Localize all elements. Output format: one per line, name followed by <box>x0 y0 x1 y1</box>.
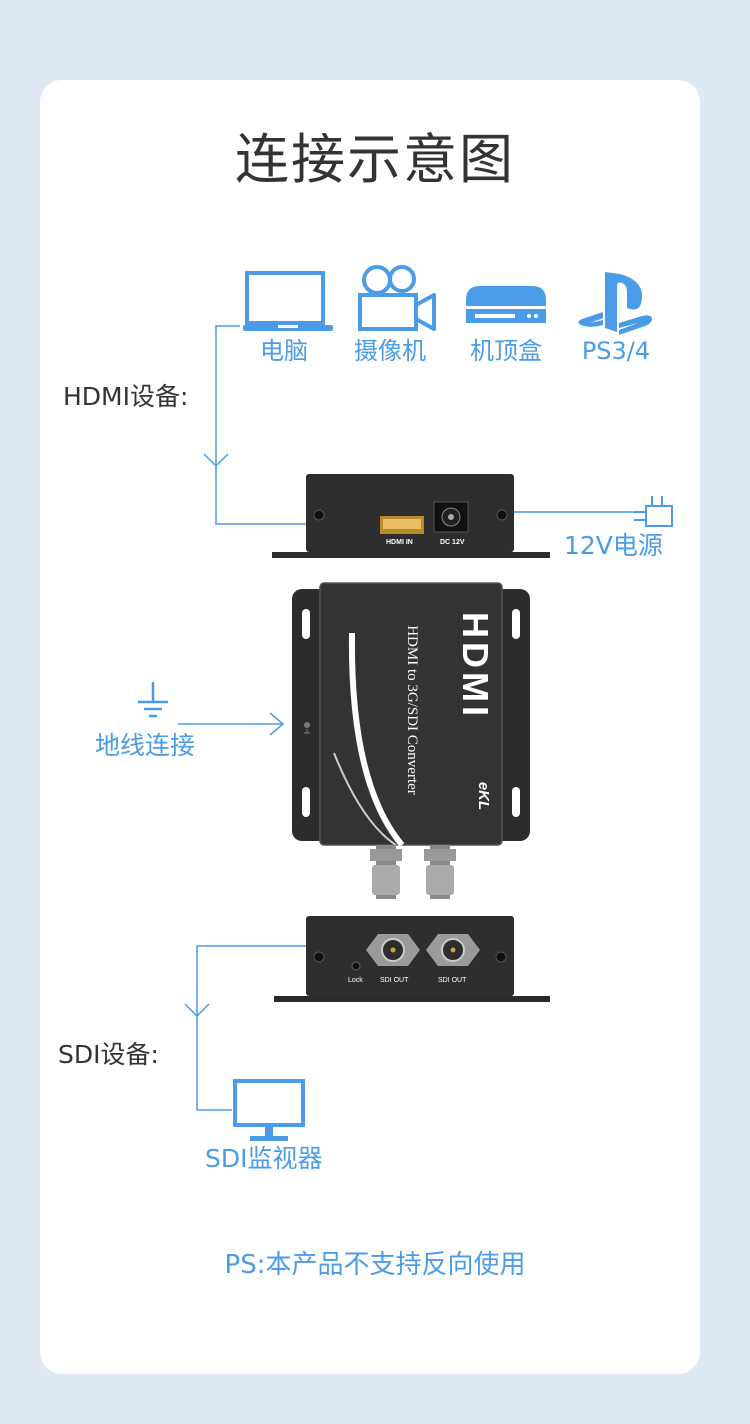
sdi-out-1-label: SDI OUT <box>380 977 409 984</box>
hdmi-in-port-label: HDMI IN <box>386 539 413 546</box>
reverse-use-note: PS:本产品不支持反向使用 <box>224 1250 526 1280</box>
output-panel <box>274 914 550 1006</box>
ground-icon <box>136 682 170 726</box>
monitor-label: SDI监视器 <box>205 1144 323 1173</box>
hdmi-devices-label: HDMI设备: <box>63 382 189 411</box>
converter-device <box>292 582 530 903</box>
sdi-signal-line <box>184 945 362 1111</box>
device-label-camera: 摄像机 <box>354 337 426 365</box>
input-panel <box>272 472 550 562</box>
sdi-devices-label: SDI设备: <box>58 1040 159 1069</box>
device-label-computer: 电脑 <box>260 337 308 365</box>
monitor-icon <box>232 1078 306 1148</box>
sdi-out-2-label: SDI OUT <box>438 977 467 984</box>
hdmi-logo: HDMI <box>455 612 496 720</box>
device-label-ps: PS3/4 <box>581 337 651 365</box>
laptop-icon <box>243 270 335 336</box>
power-adapter-icon <box>632 492 676 536</box>
model-text: HDMI to 3G/SDI Converter <box>404 625 420 795</box>
video-camera-icon <box>358 263 438 337</box>
ground-label: 地线连接 <box>95 731 196 760</box>
dc-port-label: DC 12V <box>440 539 465 546</box>
playstation-icon <box>576 270 656 336</box>
page-title: 连接示意图 <box>235 128 515 191</box>
ground-line <box>178 712 285 736</box>
power-label: 12V电源 <box>564 531 663 560</box>
device-label-set-top-box: 机顶盒 <box>470 337 542 365</box>
lock-label: Lock <box>348 977 363 984</box>
maker-logo: eKL <box>475 781 492 811</box>
set-top-box-icon <box>463 284 549 330</box>
